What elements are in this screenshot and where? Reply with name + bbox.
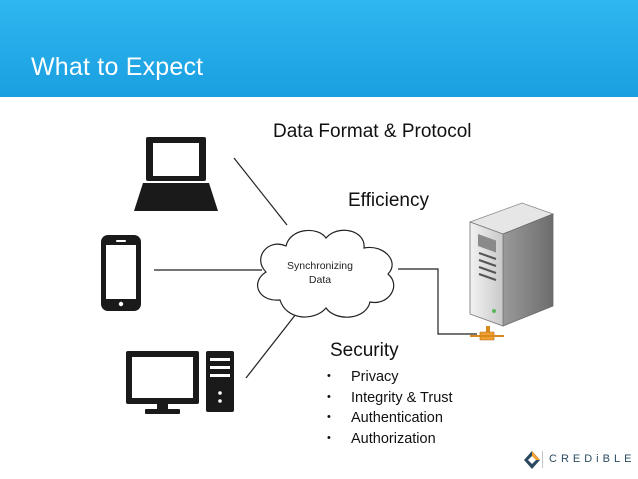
desktop-monitor-icon	[126, 351, 199, 414]
cloud-label-line1: Synchronizing	[287, 260, 353, 272]
bullet-icon: •	[327, 431, 331, 444]
security-item-label: Privacy	[351, 369, 399, 385]
connector-laptop	[233, 157, 288, 226]
logo-text: CREDiBLE	[549, 453, 636, 465]
label-security: Security	[330, 340, 399, 361]
security-item-label: Integrity & Trust	[351, 389, 453, 406]
connector-desktop	[245, 313, 297, 379]
label-data-format: Data Format & Protocol	[273, 121, 472, 142]
cloud-icon	[257, 229, 395, 318]
security-item: • Privacy	[327, 367, 453, 388]
smartphone-icon	[101, 235, 141, 311]
slide-title: What to Expect	[31, 53, 204, 81]
security-item: • Authentication	[327, 408, 453, 429]
security-item: • Authorization	[327, 429, 453, 450]
security-item-label: Authorization	[351, 430, 436, 447]
logo-separator	[542, 451, 543, 468]
diamond-logo-icon	[524, 451, 540, 469]
credible-logo: CREDiBLE	[523, 450, 631, 470]
connector-server	[398, 268, 477, 335]
desktop-tower-icon	[206, 351, 234, 412]
cloud-label: Synchronizing Data	[270, 259, 370, 287]
bullet-icon: •	[327, 411, 331, 423]
slide-header: What to Expect	[0, 0, 638, 97]
server-icon	[468, 202, 555, 341]
security-item: • Integrity & Trust	[327, 388, 453, 409]
bullet-icon: •	[327, 390, 331, 403]
bullet-icon: •	[327, 370, 331, 382]
security-item-label: Authentication	[351, 410, 443, 426]
label-efficiency: Efficiency	[348, 190, 429, 211]
cloud-label-line2: Data	[308, 274, 332, 286]
laptop-icon	[134, 137, 218, 211]
security-list: • Privacy • Integrity & Trust • Authenticat…	[327, 367, 453, 449]
